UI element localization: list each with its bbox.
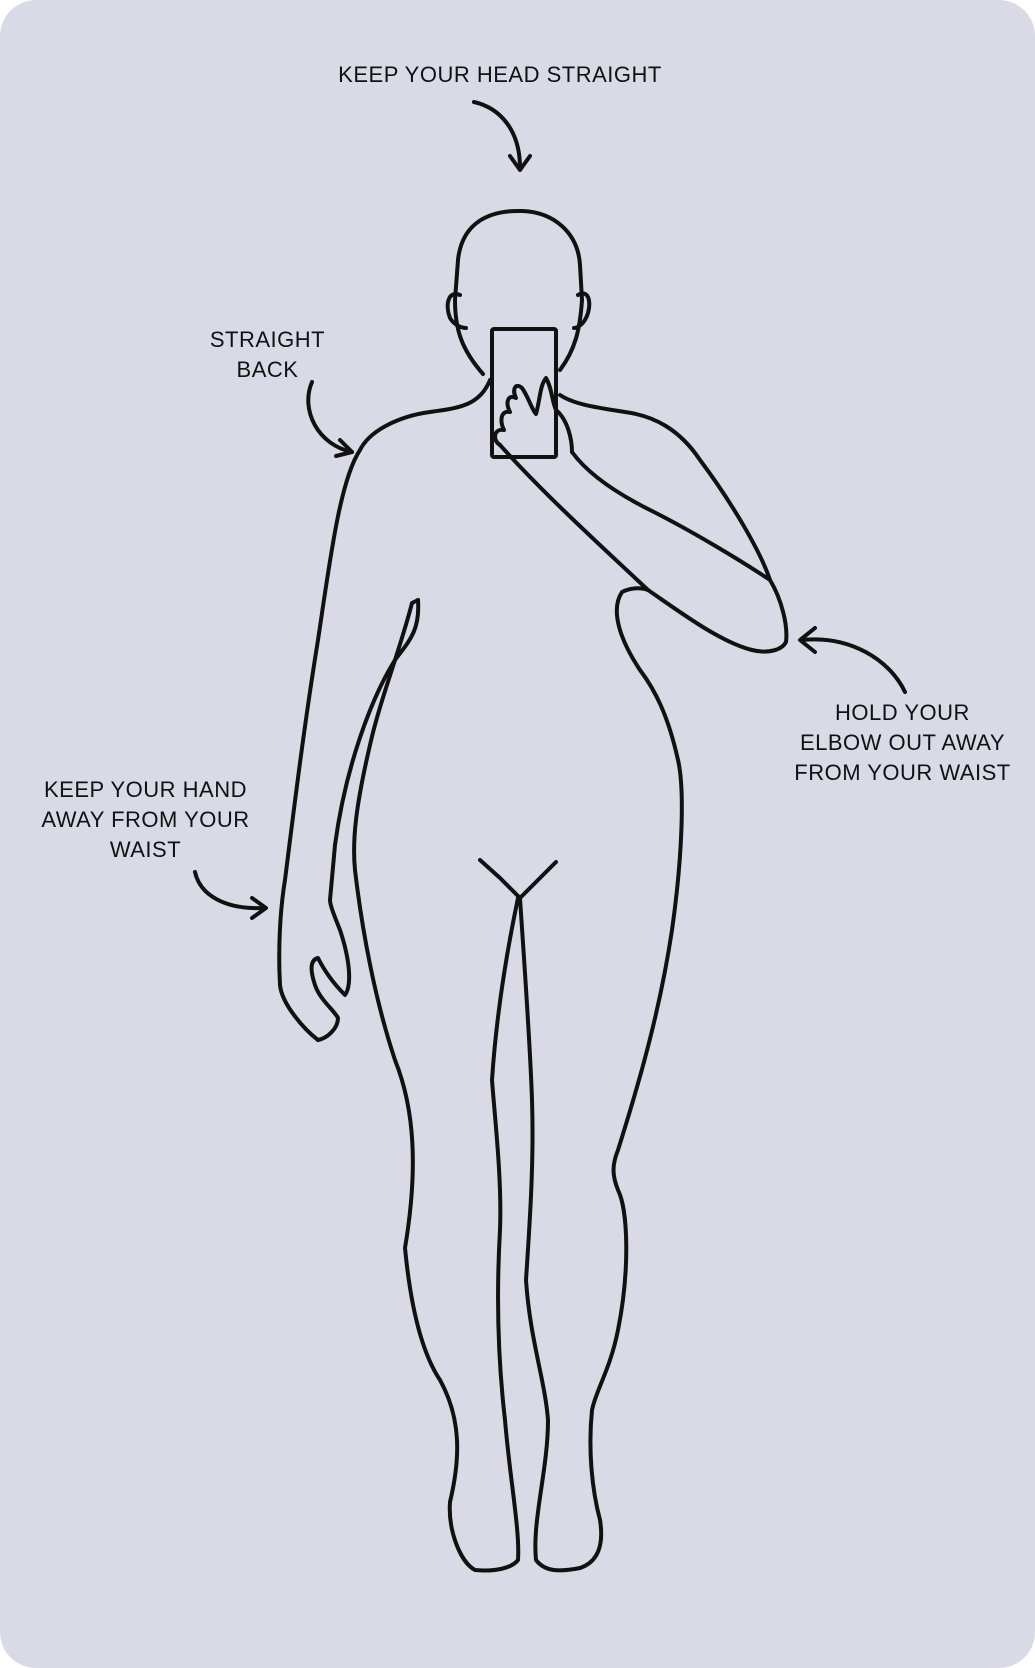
left-shoulder-arm: [277, 378, 492, 1042]
left-hand: [309, 598, 421, 1042]
curved-arrow-down-icon: [472, 100, 532, 172]
left-ear: [445, 292, 468, 330]
right-ear: [572, 291, 592, 330]
right-hip-leg: [578, 586, 684, 1570]
elbow-instruction-label: HOLD YOUR ELBOW OUT AWAY FROM YOUR WAIST: [770, 698, 1035, 788]
hand-instruction-label: KEEP YOUR HAND AWAY FROM YOUR WAIST: [18, 775, 273, 865]
elbow-instruction-line-3: FROM YOUR WAIST: [794, 760, 1011, 785]
right-inner-leg: [518, 896, 582, 1573]
crotch-mark: [478, 858, 558, 900]
head-instruction-label: KEEP YOUR HEAD STRAIGHT: [300, 60, 700, 90]
hand-instruction-line-3: WAIST: [109, 837, 182, 862]
back-instruction-line-2: BACK: [236, 357, 299, 382]
phone: [490, 327, 558, 459]
hand-instruction-line-2: AWAY FROM YOUR: [41, 807, 250, 832]
back-instruction-label: STRAIGHT BACK: [185, 325, 350, 385]
right-forearm-inner: [498, 443, 650, 592]
curved-arrow-left-icon: [798, 626, 907, 694]
phone-hand: [493, 376, 574, 454]
back-instruction-line-1: STRAIGHT: [209, 327, 326, 352]
hand-instruction-line-1: KEEP YOUR HAND: [43, 777, 248, 802]
right-elbow-arm: [570, 450, 789, 654]
right-shoulder: [558, 393, 772, 582]
left-inner-leg: [490, 896, 520, 1082]
elbow-instruction-line-1: HOLD YOUR: [835, 700, 970, 725]
head-instruction-line-1: KEEP YOUR HEAD STRAIGHT: [338, 62, 662, 87]
head-outline: [453, 208, 584, 376]
left-hip-leg: [353, 868, 521, 1573]
elbow-instruction-line-2: ELBOW OUT AWAY: [799, 730, 1006, 755]
curved-arrow-right-icon-hand: [193, 870, 268, 920]
curved-arrow-right-icon-back: [306, 380, 354, 458]
left-inner-arm: [352, 598, 420, 872]
